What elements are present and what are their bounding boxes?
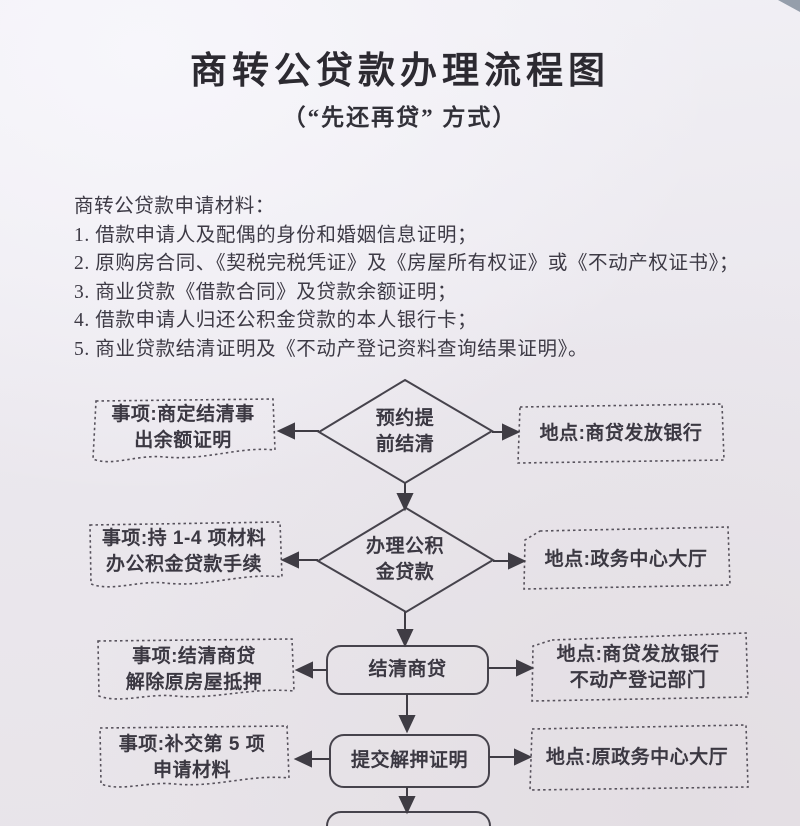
note-line: 不动产登记部门 <box>569 670 707 691</box>
arrow-right-icon <box>492 423 521 441</box>
step2-decision-label: 办理公积 金贷款 <box>340 531 470 589</box>
note-row1-left-label: 事项:商定结清事 出余额证明 <box>92 402 274 454</box>
arrow-down-icon <box>398 694 416 734</box>
note-row3-right-label: 地点:商贷发放银行 不动产登记部门 <box>532 638 744 698</box>
note-line: 地点:商贷发放银行 <box>556 644 720 665</box>
note-line: 事项:商定结清事 <box>111 404 255 425</box>
arrow-left-icon <box>293 750 330 768</box>
note-box-row4-left <box>99 725 290 788</box>
note-line: 出余额证明 <box>134 430 232 451</box>
arrow-right-icon <box>489 748 533 766</box>
process-box-step4 <box>329 734 490 788</box>
materials-item-2: 2. 原购房合同、《契税完税凭证》及《房屋所有权证》或《不动产权证书》； <box>74 253 740 275</box>
note-row1-right-label: 地点:商贷发放银行 <box>518 406 724 462</box>
note-box-row1-left <box>92 398 276 463</box>
note-line: 地点:原政务中心大厅 <box>545 747 729 768</box>
page-subtitle: （“先还再贷” 方式） <box>282 105 518 130</box>
process-box-next-partial <box>326 811 491 826</box>
note-line: 事项:结清商贷 <box>132 646 256 667</box>
note-box-row4-right <box>529 724 749 791</box>
step-line: 办理公积 <box>365 536 444 557</box>
note-box-row3-right <box>531 632 749 702</box>
materials-heading: 商转公贷款申请材料： <box>74 196 276 217</box>
note-row2-right-label: 地点:政务中心大厅 <box>524 532 728 588</box>
note-line: 解除原房屋抵押 <box>125 672 263 693</box>
note-line: 事项:补交第 5 项 <box>118 734 266 755</box>
step-line: 金贷款 <box>375 562 435 583</box>
arrow-right-icon <box>488 659 535 677</box>
materials-item-1: 1. 借款申请人及配偶的身份和婚姻信息证明； <box>74 224 478 246</box>
arrow-down-icon <box>396 483 414 512</box>
step1-decision-label: 预约提 前结清 <box>345 403 465 461</box>
note-row2-left-label: 事项:持 1-4 项材料 办公积金贷款手续 <box>88 524 280 580</box>
arrow-down-icon <box>396 612 414 648</box>
step-line: 结清商贷 <box>368 659 447 680</box>
materials-item-5: 5. 商业贷款结清证明及《不动产登记资料查询结果证明》。 <box>74 338 589 360</box>
materials-item-4: 4. 借款申请人归还公积金贷款的本人银行卡； <box>74 310 478 332</box>
materials-list: 商转公贷款申请材料： 1. 借款申请人及配偶的身份和婚姻信息证明； 2. 原购房… <box>74 193 754 365</box>
step4-process-label: 提交解押证明 <box>330 735 489 787</box>
page-title: 商转公贷款办理流程图 <box>190 51 610 92</box>
materials-item-3: 3. 商业贷款《借款合同》及贷款余额证明； <box>74 281 458 303</box>
note-row3-left-label: 事项:结清商贷 解除原房屋抵押 <box>96 642 292 698</box>
note-line: 地点:政务中心大厅 <box>544 549 708 570</box>
note-line: 地点:商贷发放银行 <box>539 423 703 444</box>
note-box-row2-left <box>89 521 283 588</box>
arrow-down-icon <box>398 787 416 815</box>
note-line: 事项:持 1-4 项材料 <box>101 528 267 549</box>
step-line: 前结清 <box>375 434 435 455</box>
arrow-right-icon <box>493 552 527 570</box>
note-row4-left-label: 事项:补交第 5 项 申请材料 <box>98 730 286 786</box>
step3-process-label: 结清商贷 <box>327 646 488 694</box>
arrow-left-icon <box>294 661 327 679</box>
arrow-left-icon <box>280 551 318 569</box>
note-line: 办公积金贷款手续 <box>105 554 262 575</box>
step-line: 提交解押证明 <box>350 750 468 771</box>
arrow-left-icon <box>276 422 319 440</box>
note-row4-right-label: 地点:原政务中心大厅 <box>530 730 744 786</box>
note-line: 申请材料 <box>152 760 231 781</box>
step-line: 预约提 <box>375 408 435 429</box>
